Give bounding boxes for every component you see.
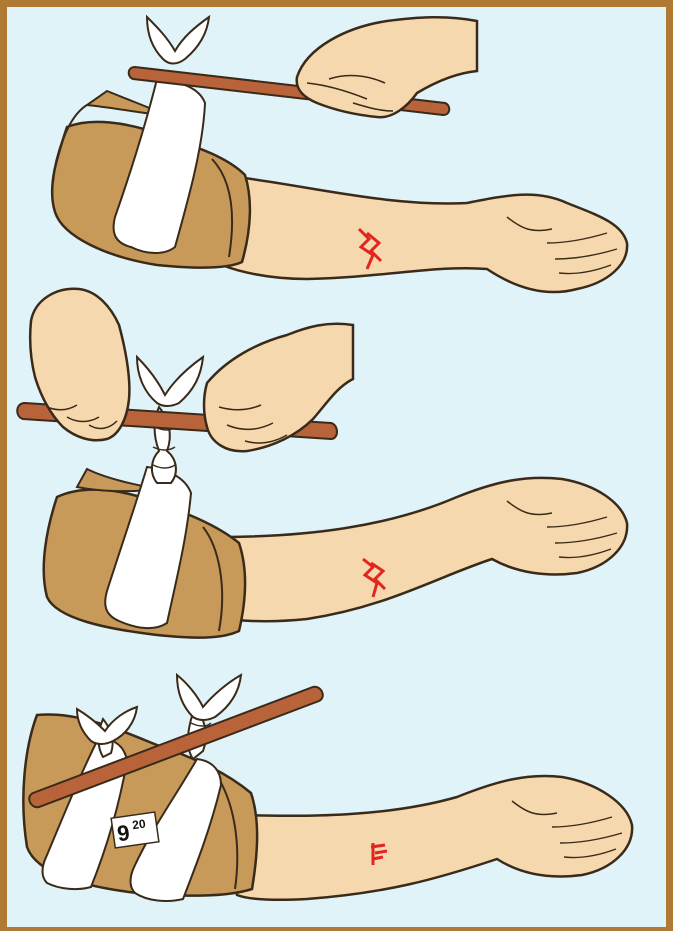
- illustration-panel: 9 20: [7, 7, 666, 927]
- step-1-knot: [147, 17, 209, 64]
- step-2-forearm: [217, 478, 627, 621]
- step-1-hand: [297, 17, 477, 117]
- step-3-forearm: [237, 776, 632, 900]
- step-3-time-tag: 9 20: [111, 812, 159, 848]
- step-1-arm: [52, 17, 627, 292]
- step-3-time-minutes: 20: [131, 816, 146, 832]
- step-2-arm: [17, 289, 627, 638]
- tourniquet-illustration: 9 20: [7, 7, 666, 927]
- step-3-arm: 9 20: [23, 675, 632, 901]
- step-3-knot-2: [177, 675, 241, 720]
- step-1-forearm: [222, 175, 627, 292]
- step-2-knot: [137, 357, 203, 406]
